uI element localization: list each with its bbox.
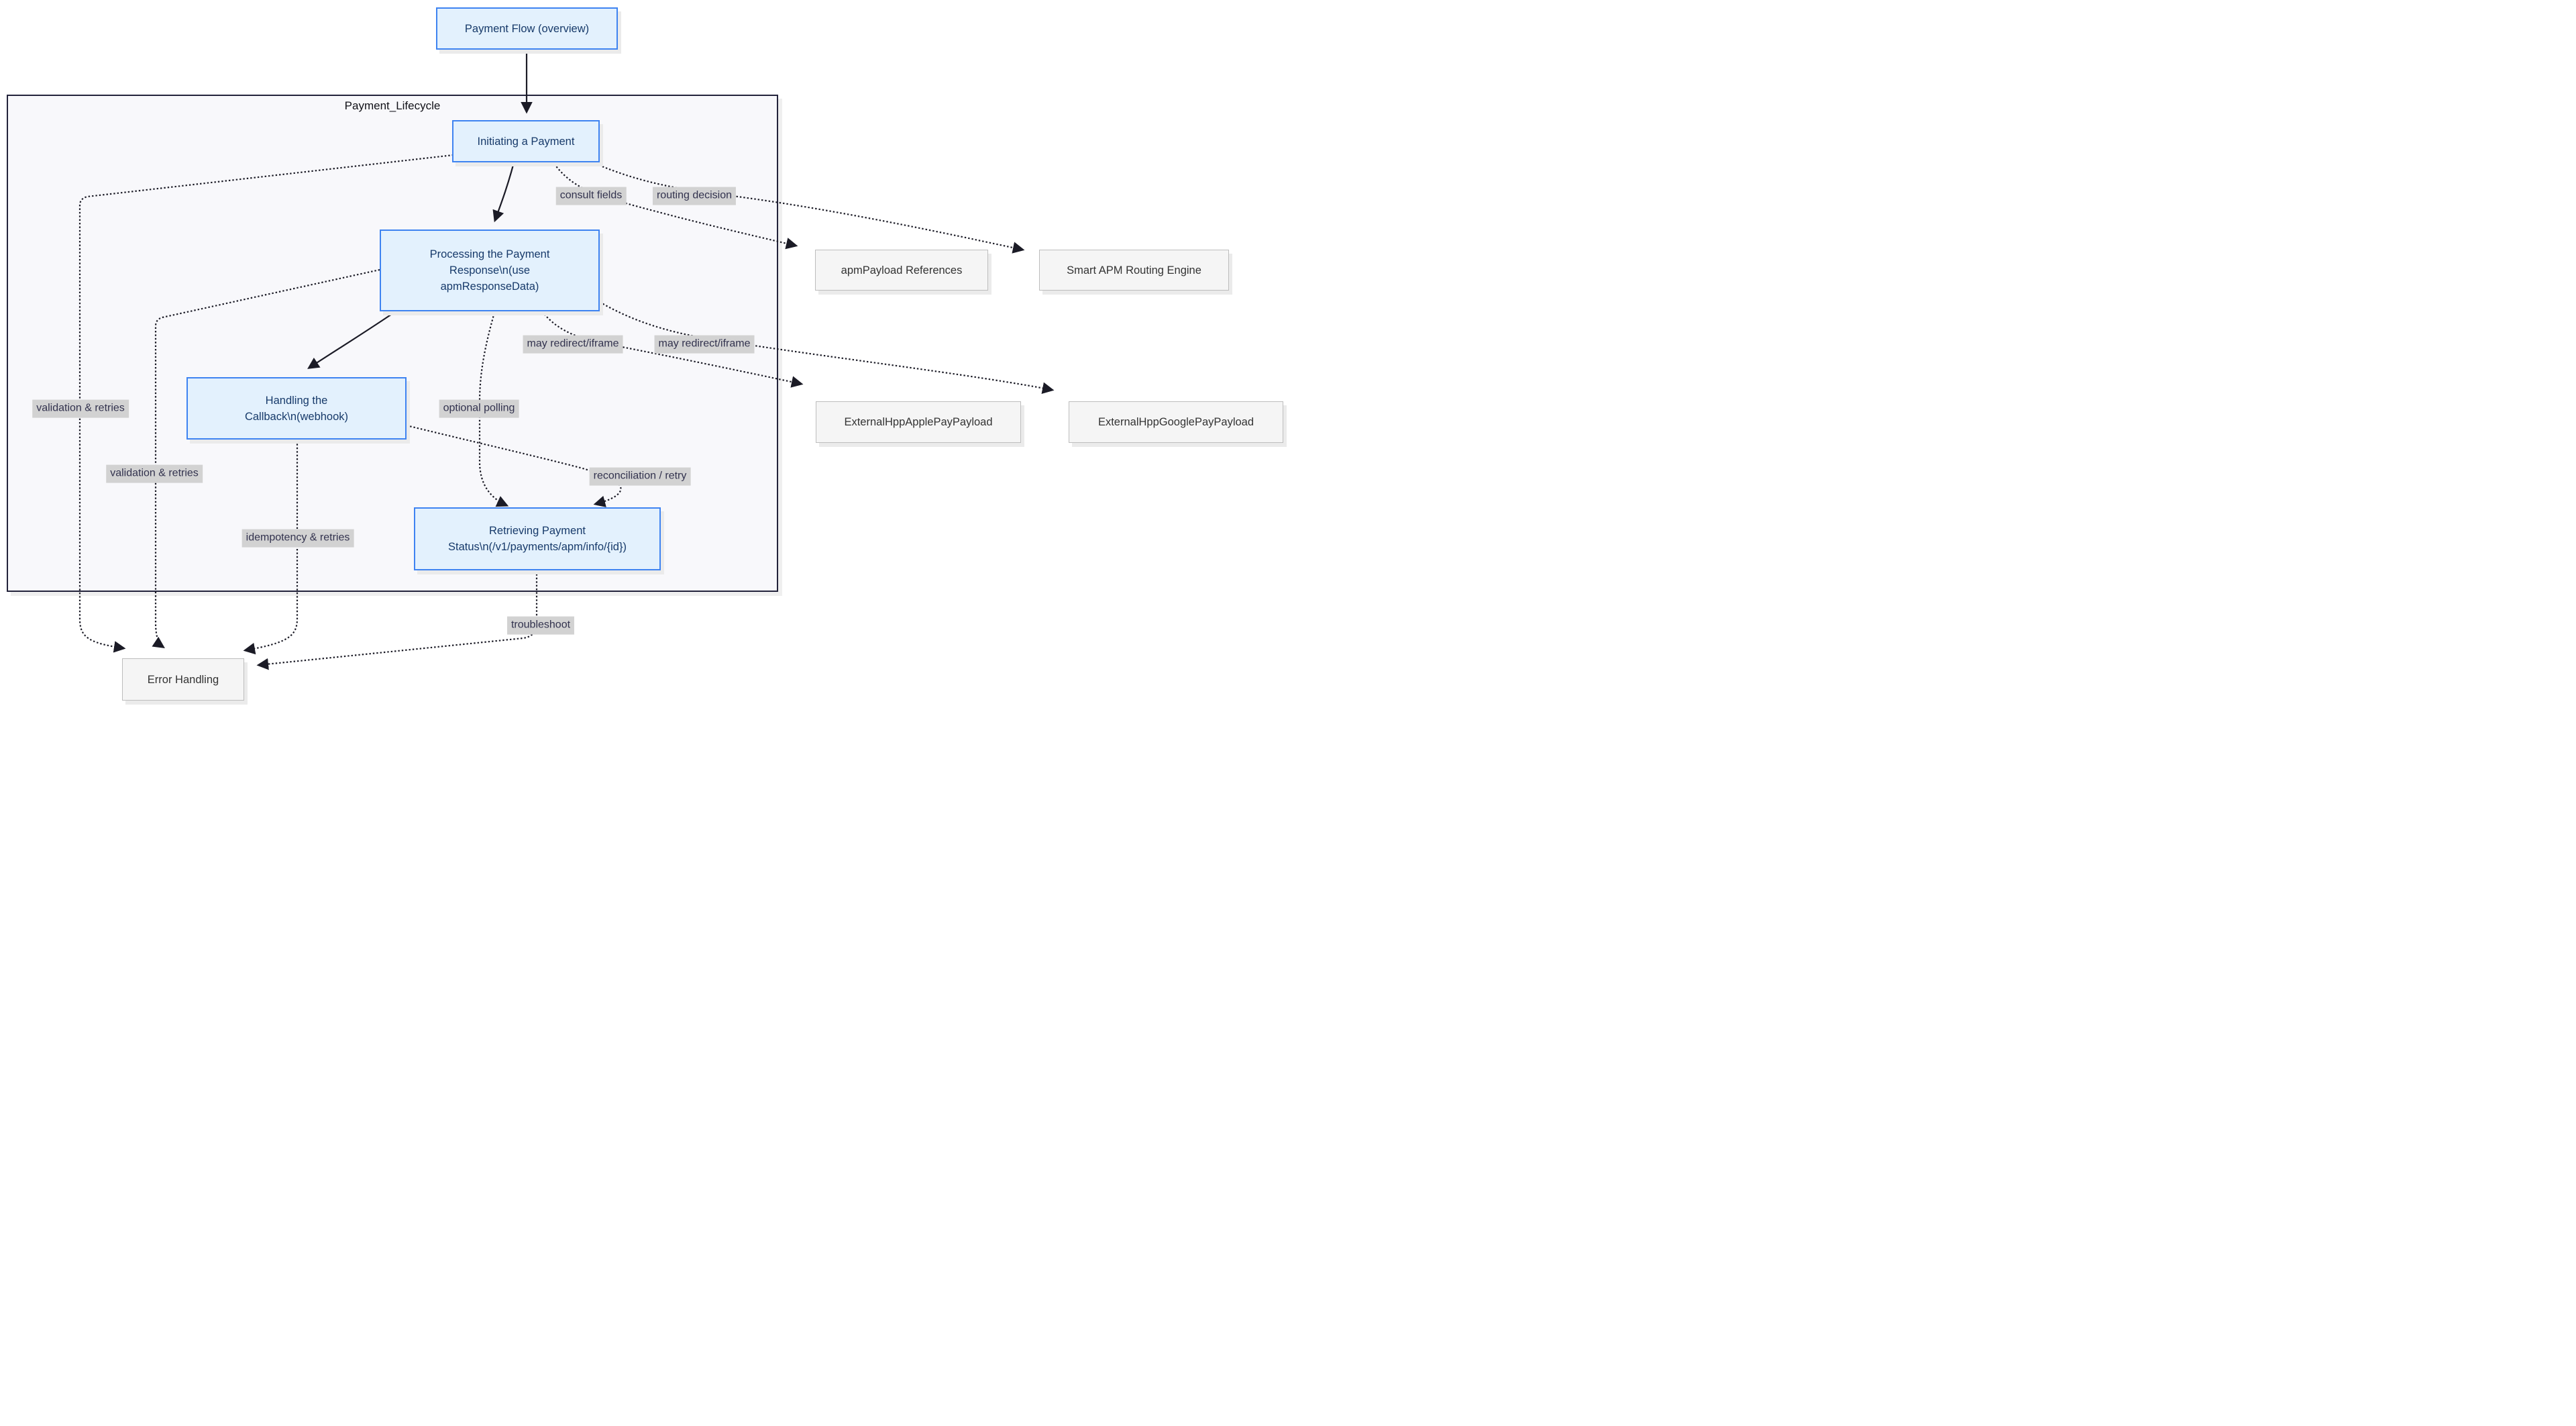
diagram-canvas: Payment_Lifecycle bbox=[0, 0, 1288, 713]
node-initiating-payment: Initiating a Payment bbox=[452, 120, 600, 162]
cluster-payment-lifecycle: Payment_Lifecycle bbox=[7, 95, 778, 592]
edge-initiating-to-apm-refs bbox=[553, 163, 798, 250]
node-apm-payload-references: apmPayload References bbox=[815, 250, 988, 291]
node-processing-response: Processing the Payment Response\n(use ap… bbox=[380, 230, 600, 311]
edge-processing-to-error bbox=[152, 268, 380, 648]
edge-processing-to-google-payload bbox=[599, 301, 1055, 394]
edge-label-validation-retries-1: validation & retries bbox=[32, 399, 129, 418]
edge-processing-to-apple-payload bbox=[541, 311, 804, 388]
edge-label-may-redirect-1: may redirect/iframe bbox=[523, 335, 623, 354]
node-error-handling: Error Handling bbox=[122, 658, 244, 701]
edge-retrieving-to-error bbox=[256, 570, 538, 670]
node-external-hpp-applepay-payload: ExternalHppApplePayPayload bbox=[816, 401, 1021, 443]
node-payment-flow-overview: Payment Flow (overview) bbox=[436, 7, 618, 50]
node-handling-callback: Handling the Callback\n(webhook) bbox=[186, 377, 407, 440]
node-smart-apm-routing-engine: Smart APM Routing Engine bbox=[1039, 250, 1229, 291]
edge-handling-to-retrieving bbox=[406, 424, 622, 507]
edge-label-troubleshoot: troubleshoot bbox=[506, 616, 575, 635]
node-external-hpp-googlepay-payload: ExternalHppGooglePayPayload bbox=[1069, 401, 1283, 443]
edges-layer bbox=[78, 50, 1055, 670]
edge-initiating-to-processing bbox=[492, 162, 515, 223]
cluster-label: Payment_Lifecycle bbox=[344, 99, 441, 112]
edge-label-optional-polling: optional polling bbox=[439, 399, 519, 418]
edge-label-validation-retries-2: validation & retries bbox=[106, 464, 203, 483]
edge-initiating-to-error bbox=[78, 154, 454, 653]
edge-initiating-to-smart-routing bbox=[595, 162, 1025, 254]
edge-handling-to-error bbox=[243, 440, 299, 655]
edge-label-consult-fields: consult fields bbox=[555, 187, 627, 205]
node-retrieving-status: Retrieving Payment Status\n(/v1/payments… bbox=[414, 507, 661, 570]
edge-label-routing-decision: routing decision bbox=[652, 187, 737, 205]
edge-processing-to-handling bbox=[307, 311, 396, 369]
edge-label-reconciliation-retry: reconciliation / retry bbox=[589, 467, 691, 486]
edge-label-idempotency-retries: idempotency & retries bbox=[241, 529, 354, 548]
edge-label-may-redirect-2: may redirect/iframe bbox=[654, 335, 755, 354]
